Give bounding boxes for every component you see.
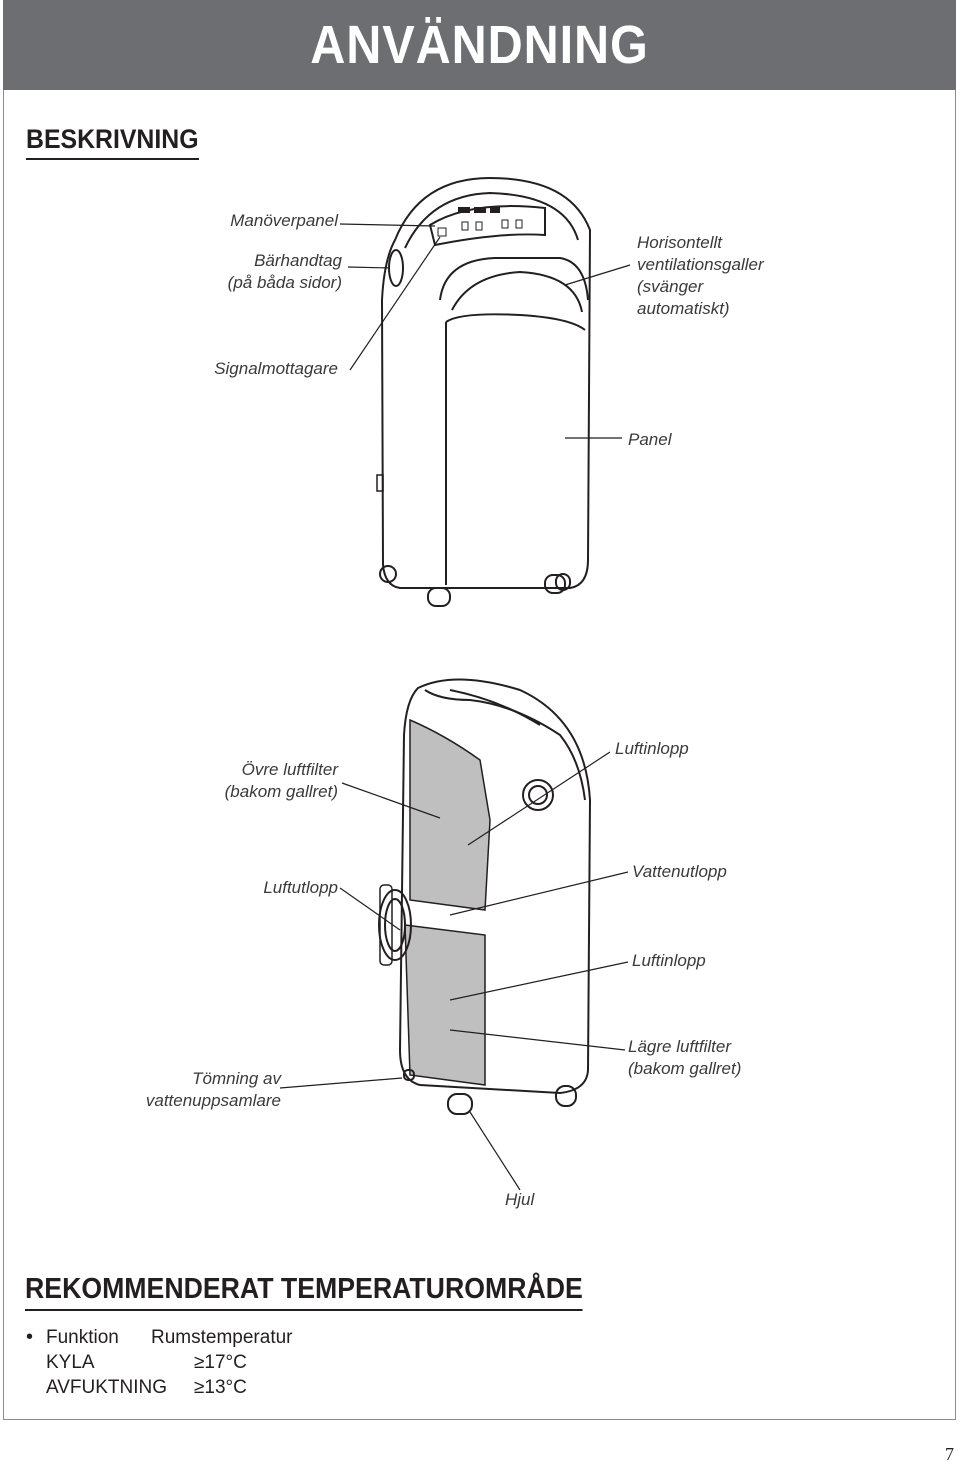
row-function: AVFUKTNING [46, 1377, 168, 1398]
label-ovre-luftfilter: Övre luftfilter (bakom gallret) [225, 759, 338, 803]
label-tomning: Tömning av vattenuppsamlare [146, 1068, 281, 1112]
label-barhandtag-line2: (på båda sidor) [227, 273, 342, 292]
section-heading-description: BESKRIVNING [26, 124, 199, 160]
table-row: AVFUKTNING ≥13°C [26, 1375, 394, 1400]
bullet: • [26, 1326, 34, 1348]
page-frame [3, 0, 956, 1420]
back-view-unit [378, 678, 592, 1115]
label-ventilationsgaller: Horisontellt ventilationsgaller (svänger… [637, 232, 764, 320]
row-function: KYLA [46, 1352, 95, 1373]
label-vattenutlopp: Vattenutlopp [632, 862, 727, 881]
temperature-table-header: • Funktion Rumstemperatur [26, 1325, 394, 1350]
label-lagre-luftfilter: Lägre luftfilter (bakom gallret) [628, 1036, 741, 1080]
header-bar [3, 0, 956, 90]
front-leader-lines [339, 223, 631, 439]
label-luftutlopp: Luftutlopp [263, 878, 338, 897]
table-row: KYLA ≥17°C [26, 1350, 394, 1375]
page-number: 7 [945, 1444, 954, 1464]
label-luftinlopp-bottom: Luftinlopp [632, 951, 706, 970]
header-room-temp: Rumstemperatur [151, 1327, 293, 1348]
row-room-temp: ≥17°C [194, 1352, 247, 1373]
label-ovre-filter-line2: (bakom gallret) [224, 782, 338, 801]
label-barhandtag-line1: Bärhandtag [254, 251, 342, 270]
label-tomning-line1: Tömning av [192, 1069, 281, 1088]
back-leader-lines [279, 751, 629, 1191]
label-manoverpanel: Manöverpanel [230, 211, 338, 230]
label-signalmottagare: Signalmottagare [214, 359, 338, 378]
label-barhandtag: Bärhandtag (på båda sidor) [228, 250, 342, 294]
label-ventilation-line3: (svänger [637, 277, 704, 296]
section-heading-temperature: REKOMMENDERAT TEMPERATUROMRÅDE [25, 1273, 583, 1311]
label-tomning-line2: vattenuppsamlare [145, 1091, 281, 1110]
label-lagre-filter-line2: (bakom gallret) [628, 1059, 742, 1078]
label-lagre-filter-line1: Lägre luftfilter [628, 1037, 731, 1056]
row-room-temp: ≥13°C [194, 1377, 247, 1398]
temperature-table: • Funktion Rumstemperatur KYLA ≥17°C AVF… [26, 1325, 394, 1400]
label-hjul: Hjul [505, 1190, 535, 1209]
page-title: ANVÄNDNING [310, 15, 649, 75]
label-ovre-filter-line1: Övre luftfilter [241, 760, 338, 779]
label-ventilation-line4: automatiskt) [637, 299, 730, 318]
label-luftinlopp-top: Luftinlopp [615, 739, 689, 758]
front-view-unit [376, 176, 592, 607]
label-ventilation-line2: ventilationsgaller [637, 255, 764, 274]
label-panel: Panel [628, 430, 672, 449]
header-function: Funktion [46, 1327, 119, 1348]
label-ventilation-line1: Horisontellt [637, 233, 723, 252]
